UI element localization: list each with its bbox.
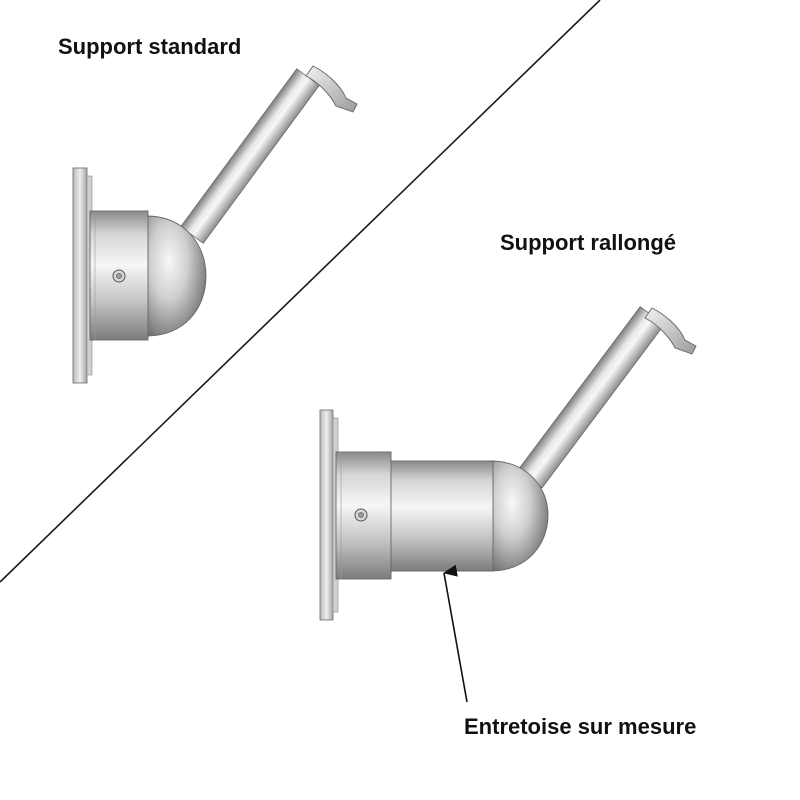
extended-bracket-spacer bbox=[389, 460, 494, 572]
standard-bracket-saddle bbox=[305, 65, 358, 113]
extended-bracket-saddle bbox=[644, 307, 697, 355]
extended-bracket-dome bbox=[489, 460, 549, 572]
label-custom-spacer: Entretoise sur mesure bbox=[464, 714, 697, 739]
extended-bracket-wall-plate bbox=[319, 409, 334, 621]
standard-bracket-wall-plate bbox=[72, 167, 88, 384]
extended-bracket-illustration bbox=[319, 306, 697, 621]
standard-bracket-dome bbox=[145, 215, 207, 337]
standard-bracket-set-screw bbox=[112, 269, 126, 283]
spacer-pointer-arrow bbox=[443, 564, 468, 703]
label-standard-support: Support standard bbox=[58, 34, 242, 59]
standard-bracket-illustration bbox=[72, 65, 358, 384]
extended-bracket-set-screw bbox=[354, 508, 368, 522]
diagonal-divider bbox=[0, 0, 601, 583]
extended-bracket-rod bbox=[517, 306, 665, 489]
standard-bracket-rod bbox=[180, 68, 320, 244]
label-extended-support: Support rallongé bbox=[500, 230, 676, 255]
